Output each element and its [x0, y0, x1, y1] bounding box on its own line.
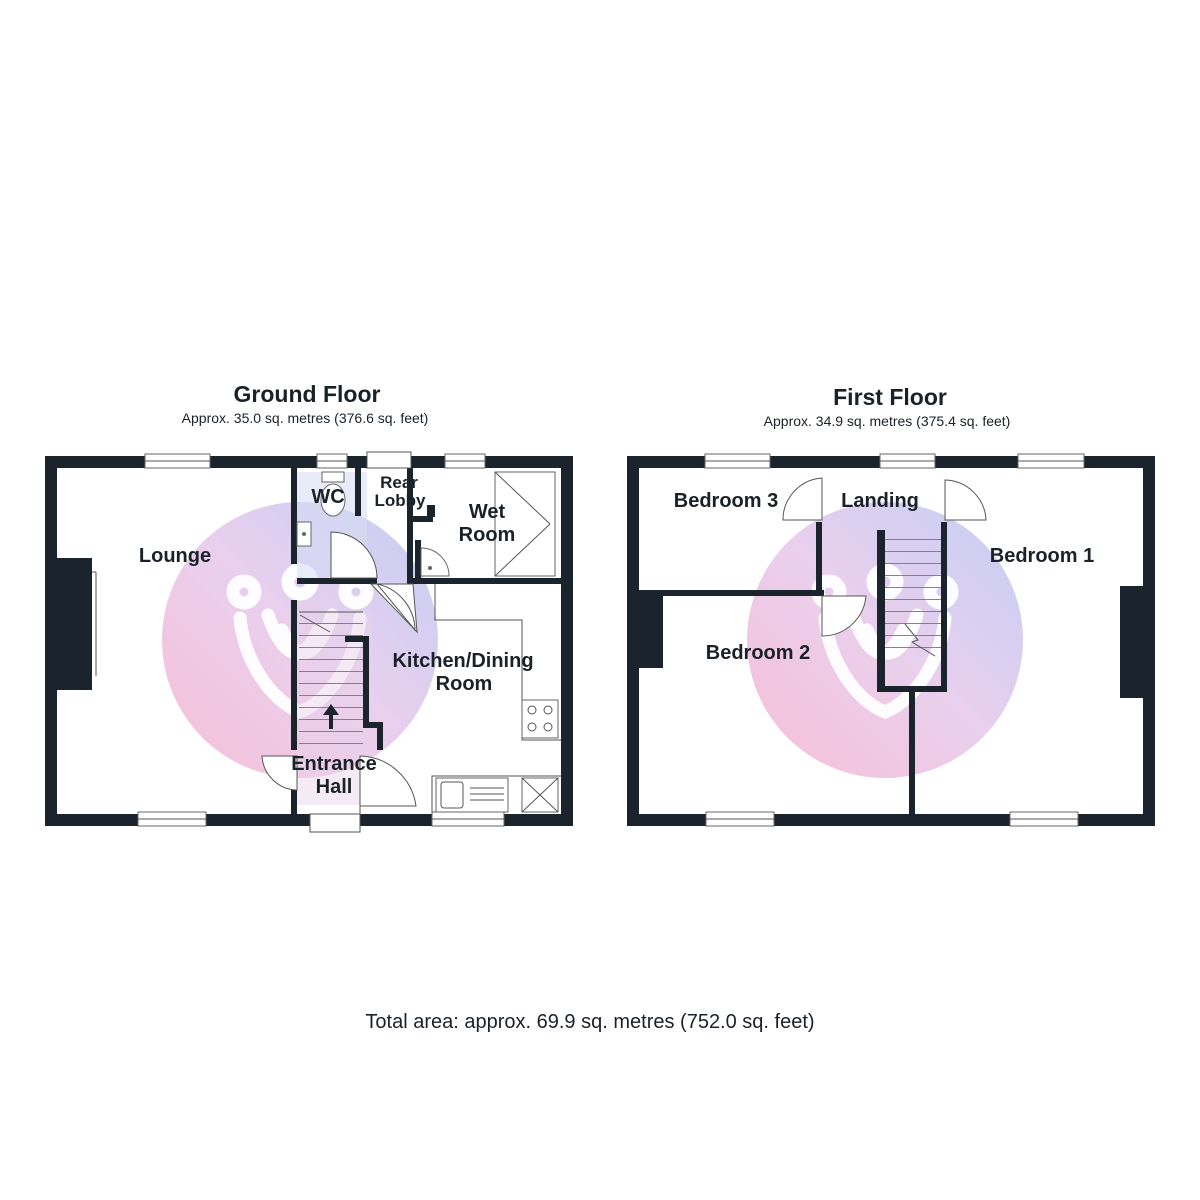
room-label-kitchen-1: Kitchen/Dining [392, 650, 533, 672]
first-floor-area: Approx. 34.9 sq. metres (375.4 sq. feet) [764, 413, 1011, 429]
up-arrow-icon [323, 704, 339, 729]
ground-floor-title: Ground Floor [234, 381, 381, 407]
toilet-icon [320, 471, 346, 517]
room-label-wet-2: Room [459, 524, 516, 546]
sink-icon [435, 777, 509, 813]
shower-tray-icon [494, 471, 556, 577]
room-label-bedroom-1: Bedroom 1 [990, 545, 1094, 567]
room-label-rear-lobby-2: Lobby [375, 491, 427, 510]
room-label-entrance-1: Entrance [291, 753, 377, 775]
room-label-kitchen-2: Room [436, 673, 493, 695]
staircase-first-floor [885, 534, 941, 657]
room-label-wc: WC [311, 486, 344, 508]
room-label-entrance-2: Hall [316, 776, 353, 798]
hob-icon [521, 699, 559, 739]
room-label-lounge: Lounge [139, 545, 211, 567]
room-label-rear-lobby-1: Rear [380, 473, 418, 492]
room-label-bedroom-3: Bedroom 3 [674, 490, 778, 512]
first-floor-title: First Floor [833, 384, 947, 410]
ground-floor-area: Approx. 35.0 sq. metres (376.6 sq. feet) [182, 410, 429, 426]
ground-floor: Ground Floor Approx. 35.0 sq. metres (37… [45, 381, 573, 833]
first-floor: First Floor Approx. 34.9 sq. metres (375… [627, 384, 1155, 827]
room-label-bedroom-2: Bedroom 2 [706, 642, 810, 664]
room-label-wet-1: Wet [469, 501, 506, 523]
total-area: Total area: approx. 69.9 sq. metres (752… [365, 1011, 814, 1033]
room-label-landing: Landing [841, 490, 919, 512]
